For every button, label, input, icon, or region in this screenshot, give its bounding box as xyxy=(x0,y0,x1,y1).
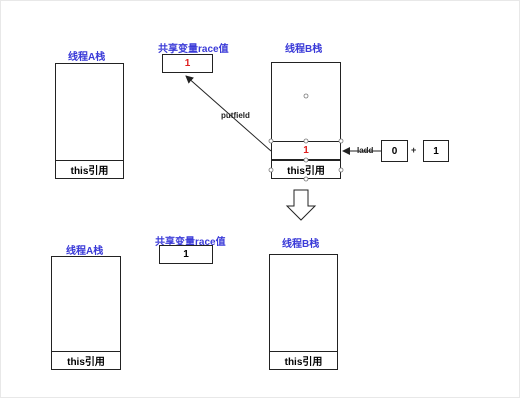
operand-right: 1 xyxy=(423,140,449,162)
shared-var-value-bottom: 1 xyxy=(159,245,213,264)
thread-b-this-ref-bottom: this引用 xyxy=(269,351,338,370)
thread-a-stack-title-bottom: 线程A栈 xyxy=(66,246,104,257)
operand-left: 0 xyxy=(381,140,408,162)
thread-a-this-ref: this引用 xyxy=(55,160,124,179)
thread-a-stack xyxy=(55,63,124,179)
shared-var-value: 1 xyxy=(162,54,213,73)
thread-a-this-ref-bottom: this引用 xyxy=(51,351,121,370)
thread-b-stack-title: 线程B栈 xyxy=(285,44,323,55)
down-arrow-icon xyxy=(285,189,317,221)
plus-sign: + xyxy=(411,145,417,155)
shared-var-title-bottom: 共享变量race值 xyxy=(155,237,226,248)
selection-handles xyxy=(268,93,344,182)
shared-var-title: 共享变量race值 xyxy=(158,44,229,55)
putfield-label: putfield xyxy=(221,111,250,120)
thread-b-stack-bottom xyxy=(269,254,338,370)
thread-a-stack-title: 线程A栈 xyxy=(68,52,106,63)
putfield-arrow xyxy=(185,75,272,152)
thread-b-stack-title-bottom: 线程B栈 xyxy=(282,239,320,250)
